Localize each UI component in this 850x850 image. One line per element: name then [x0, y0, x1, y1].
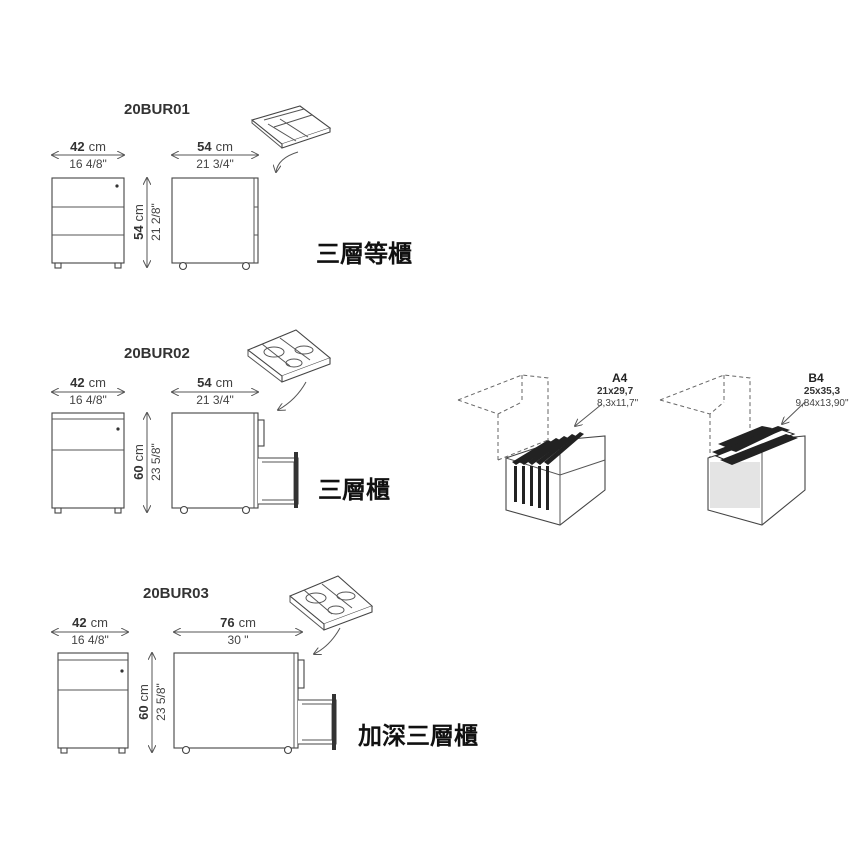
- drawer-tray-icon: [246, 329, 332, 383]
- side-view: [171, 177, 259, 271]
- tray-arrow: [278, 381, 307, 410]
- height-inch-label: 23 5/8": [149, 443, 163, 481]
- height-inch-label: 23 5/8": [154, 683, 168, 721]
- model-label: 20BUR01: [124, 101, 190, 118]
- model-label: 20BUR03: [143, 585, 209, 602]
- drawer-tray-icon: [250, 105, 332, 149]
- format-name: A4: [612, 371, 628, 385]
- front-view: [51, 177, 125, 269]
- height-label: 60cm: [136, 684, 151, 720]
- side-view: [171, 412, 299, 515]
- lock-icon: [120, 669, 124, 673]
- width-inch-label: 16 4/8": [69, 157, 107, 171]
- format-size-cm: 21x29,7: [597, 386, 634, 397]
- hanging-folders: [512, 432, 584, 510]
- format-name: B4: [808, 371, 824, 385]
- width-inch-label: 16 4/8": [69, 393, 107, 407]
- front-view: [51, 412, 125, 514]
- height-label: 60cm: [131, 444, 146, 480]
- format-arrow: [575, 403, 603, 426]
- depth-inch-label: 30 ": [228, 633, 249, 647]
- height-inch-label: 21 2/8": [149, 203, 163, 241]
- hanging-folders: [712, 426, 798, 465]
- cabinet-caption: 三層等櫃: [316, 240, 412, 268]
- cabinet-caption: 加深三層櫃: [358, 722, 478, 750]
- depth-inch-label: 21 3/4": [196, 157, 234, 171]
- model-label: 20BUR02: [124, 345, 190, 362]
- file-format-b4: B4 25x35,3 9,84x13,90": [659, 371, 849, 526]
- format-size-in: 8,3x11,7": [597, 398, 639, 409]
- side-view: [173, 652, 337, 755]
- format-arrow: [782, 401, 806, 424]
- file-format-a4: A4 21x29,7 8,3x11,7": [457, 371, 639, 526]
- depth-inch-label: 21 3/4": [196, 393, 234, 407]
- cabinet-caption: 三層櫃: [318, 476, 390, 504]
- lock-icon: [116, 427, 120, 431]
- format-size-in: 9,84x13,90": [795, 398, 848, 409]
- format-size-cm: 25x35,3: [804, 386, 841, 397]
- width-inch-label: 16 4/8": [71, 633, 109, 647]
- height-label: 54cm: [131, 204, 146, 240]
- tray-arrow: [314, 627, 341, 654]
- lock-icon: [115, 184, 119, 188]
- tray-arrow: [276, 151, 299, 172]
- drawer-tray-icon: [288, 575, 374, 631]
- front-view: [57, 652, 129, 754]
